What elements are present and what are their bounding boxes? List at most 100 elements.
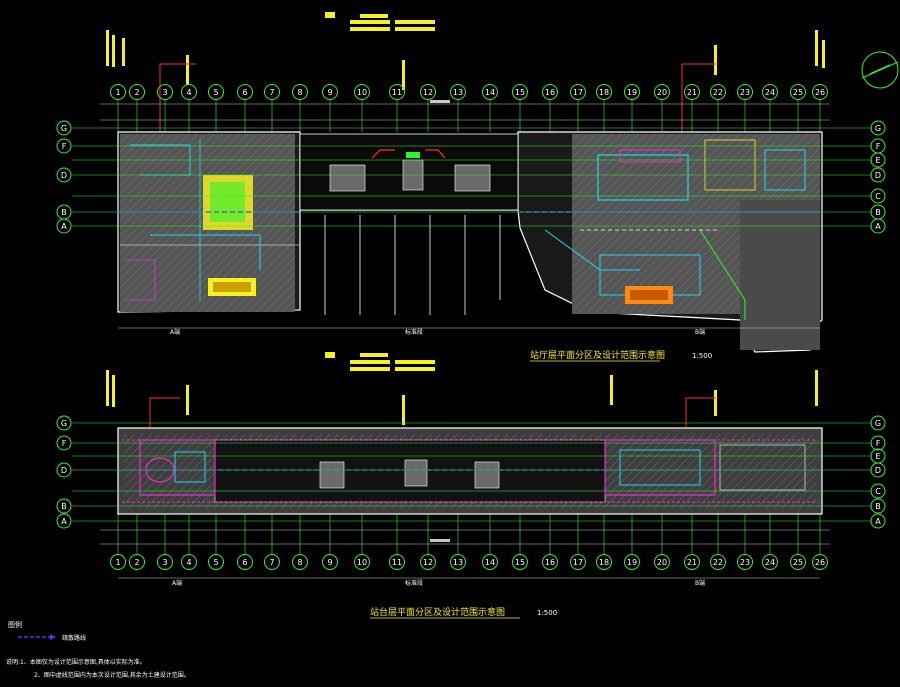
top-axis-bubble-21 (684, 84, 700, 100)
top-right-bubble-G (870, 120, 886, 136)
bottom-right-label-G: G (875, 419, 881, 428)
bottom-right-label-B: B (875, 502, 881, 511)
bottom-axis-label-11: 11 (392, 558, 402, 567)
bottom-axis-label-17: 17 (573, 558, 583, 567)
top-axis-bubble-18 (596, 84, 612, 100)
top-axis-label-16: 16 (545, 88, 555, 97)
top-right-label-E: E (875, 156, 880, 165)
bottom-plan-body (117, 427, 823, 515)
bottom-axis-label-8: 8 (297, 558, 302, 567)
top-right-bubble-A (870, 218, 886, 234)
top-right-label-G: G (875, 124, 881, 133)
bottom-axis-label-1: 1 (115, 558, 120, 567)
top-axis-bubble-3 (157, 84, 173, 100)
top-axis-bubble-23 (737, 84, 753, 100)
top-axis-bubble-6 (237, 84, 253, 100)
bottom-axis-label-3: 3 (162, 558, 167, 567)
top-axis-label-4: 4 (186, 88, 191, 97)
top-left-bubble-F (56, 138, 72, 154)
bottom-axis-bubble-5 (208, 554, 224, 570)
top-axis-bubble-16 (542, 84, 558, 100)
legend-heading: 图例 (8, 620, 22, 629)
bottom-axis-label-5: 5 (213, 558, 218, 567)
bottom-right-bubble-C (870, 483, 886, 499)
bottom-axis-bubble-2 (129, 554, 145, 570)
bottom-left-bubble-G (56, 415, 72, 431)
bottom-axis-label-9: 9 (327, 558, 332, 567)
top-axis-label-18: 18 (599, 88, 609, 97)
top-zone-label-b: B端 (695, 328, 705, 336)
bottom-zone-label-a: A端 (172, 579, 182, 587)
bottom-axis-bubble-9 (322, 554, 338, 570)
bottom-axis-label-7: 7 (269, 558, 274, 567)
top-axis-label-7: 7 (269, 88, 274, 97)
top-axis-bubble-22 (710, 84, 726, 100)
bottom-axis-label-21: 21 (687, 558, 697, 567)
bottom-right-bubble-F (870, 435, 886, 451)
top-left-label-D: D (61, 171, 67, 180)
top-axis-bubble-20 (654, 84, 670, 100)
bottom-right-label-E: E (875, 452, 880, 461)
top-axis-bubble-4 (181, 84, 197, 100)
bottom-axis-bubble-7 (264, 554, 280, 570)
top-axis-bubble-25 (790, 84, 806, 100)
bottom-zone-label-mid: 标准段 (405, 579, 423, 587)
top-right-bubble-E (870, 152, 886, 168)
bottom-header-annotations (106, 352, 818, 430)
top-zone-label-mid: 标准段 (405, 328, 423, 336)
top-axis-label-6: 6 (242, 88, 247, 97)
bottom-zone-label-b: B端 (695, 579, 705, 587)
top-axis-bubble-13 (450, 84, 466, 100)
bottom-right-label-A: A (875, 517, 881, 526)
north-arrow-icon (861, 51, 899, 89)
bottom-axis-bubble-25 (790, 554, 806, 570)
bottom-axis-label-25: 25 (793, 558, 803, 567)
bottom-axis-bubble-14 (482, 554, 498, 570)
note-2: 2、图中虚线范围内为本次设计范围,其余为土建设计范围。 (34, 671, 190, 679)
bottom-axis-label-10: 10 (357, 558, 367, 567)
top-axis-label-1: 1 (115, 88, 120, 97)
bottom-axis-label-20: 20 (657, 558, 667, 567)
bottom-right-label-C: C (875, 487, 881, 496)
top-left-label-A: A (61, 222, 67, 231)
top-axis-bubble-17 (570, 84, 586, 100)
top-right-bubble-D (870, 167, 886, 183)
bottom-axis-bubble-3 (157, 554, 173, 570)
top-axis-label-19: 19 (627, 88, 637, 97)
top-axis-bubble-14 (482, 84, 498, 100)
top-axis-bubble-8 (292, 84, 308, 100)
bottom-axis-label-22: 22 (713, 558, 723, 567)
top-axis-bubble-19 (624, 84, 640, 100)
top-right-label-B: B (875, 208, 881, 217)
bottom-axis-bubble-6 (237, 554, 253, 570)
top-axis-bubble-10 (354, 84, 370, 100)
top-axis-bubble-12 (420, 84, 436, 100)
top-axis-label-26: 26 (815, 88, 825, 97)
top-left-bubble-D (56, 167, 72, 183)
bottom-left-label-D: D (61, 466, 67, 475)
bottom-axis-bubble-19 (624, 554, 640, 570)
top-axis-bubble-11 (389, 84, 405, 100)
top-axis-label-8: 8 (297, 88, 302, 97)
top-axis-label-5: 5 (213, 88, 218, 97)
bottom-axis-bubble-22 (710, 554, 726, 570)
top-axis-bubble-15 (512, 84, 528, 100)
top-axis-bubble-7 (264, 84, 280, 100)
bottom-axis-label-2: 2 (134, 558, 139, 567)
bottom-dimension-chain (100, 529, 830, 545)
top-right-label-C: C (875, 192, 881, 201)
top-axis-label-24: 24 (765, 88, 775, 97)
top-axis-label-21: 21 (687, 88, 697, 97)
bottom-axis-bubble-17 (570, 554, 586, 570)
bottom-axis-label-18: 18 (599, 558, 609, 567)
bottom-axis-bubble-24 (762, 554, 778, 570)
top-axis-label-25: 25 (793, 88, 803, 97)
bottom-right-bubble-G (870, 415, 886, 431)
bottom-axis-bubble-11 (389, 554, 405, 570)
bottom-axis-bubble-15 (512, 554, 528, 570)
bottom-axis-bubble-1 (110, 554, 126, 570)
bottom-axis-label-4: 4 (186, 558, 191, 567)
bottom-axis-bubble-21 (684, 554, 700, 570)
bottom-right-bubble-D (870, 462, 886, 478)
